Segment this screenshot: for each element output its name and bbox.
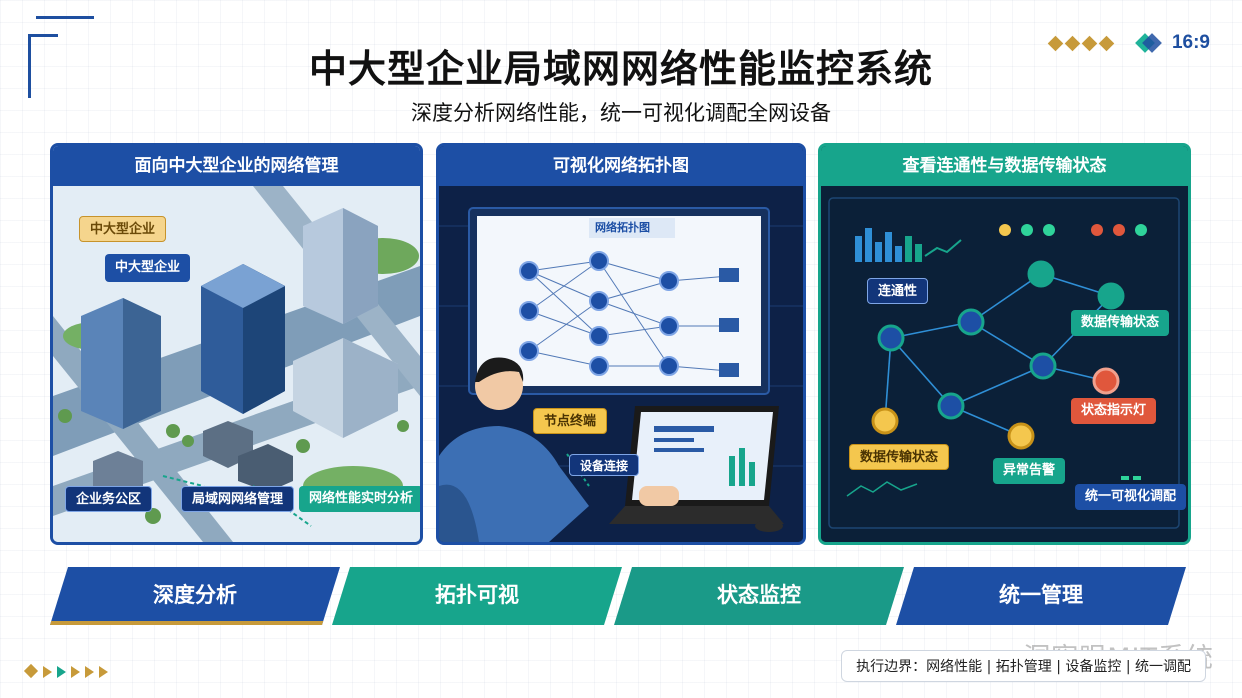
tag-connectivity: 连通性 (867, 278, 929, 304)
tag-anomaly-alert: 异常告警 (993, 458, 1066, 484)
tag-lan-management: 局域网网络管理 (181, 486, 295, 512)
tag-enterprise: 中大型企业 (79, 216, 167, 242)
topology-illustration (439, 186, 803, 542)
panel-topology: 可视化网络拓扑图 (436, 143, 806, 545)
tag-data-transfer-status-2: 数据传输状态 (849, 444, 950, 470)
tag-enterprise-secondary: 中大型企业 (105, 254, 191, 282)
panel-title: 可视化网络拓扑图 (439, 146, 803, 186)
screen-title: 网络拓扑图 (595, 221, 650, 234)
aspect-ratio-label: 16:9 (1171, 32, 1210, 53)
feature-band-deep-analysis: 深度分析 (50, 567, 340, 625)
corner-decoration (36, 16, 94, 19)
panel-title: 面向中大型企业的网络管理 (53, 146, 420, 186)
corner-decoration (28, 34, 31, 98)
tag-node-terminal: 节点终端 (533, 408, 608, 434)
tag-realtime-analysis: 网络性能实时分析 (299, 486, 420, 512)
panel-enterprise-network: 面向中大型企业的网络管理 (50, 143, 423, 545)
page-subtitle: 深度分析网络性能，统一可视化调配全网设备 (411, 101, 831, 125)
page-title: 中大型企业局域网网络性能监控系统 (308, 47, 933, 91)
tag-data-transfer-status: 数据传输状态 (1071, 310, 1170, 336)
footer-scope: 执行边界：网络性能 | 拓扑管理 | 设备监控 | 统一调配 (841, 650, 1206, 682)
corner-decoration (28, 34, 58, 37)
feature-band-topology: 拓扑可视 (332, 567, 622, 625)
arrow-decoration (23, 663, 108, 679)
tag-office-area: 企业务公区 (65, 486, 153, 512)
tag-unified-dispatch: 统一可视化调配 (1075, 484, 1187, 510)
feature-band-management: 统一管理 (896, 567, 1186, 625)
panel-title: 查看连通性与数据传输状态 (821, 146, 1188, 186)
feature-band-monitoring: 状态监控 (614, 567, 904, 625)
tag-device-connection: 设备连接 (569, 454, 640, 476)
top-right-badge: 16:9 (1047, 32, 1210, 54)
tag-status-indicator: 状态指示灯 (1071, 398, 1157, 424)
panel-connectivity: 查看连通性与数据传输状态 (818, 143, 1191, 545)
